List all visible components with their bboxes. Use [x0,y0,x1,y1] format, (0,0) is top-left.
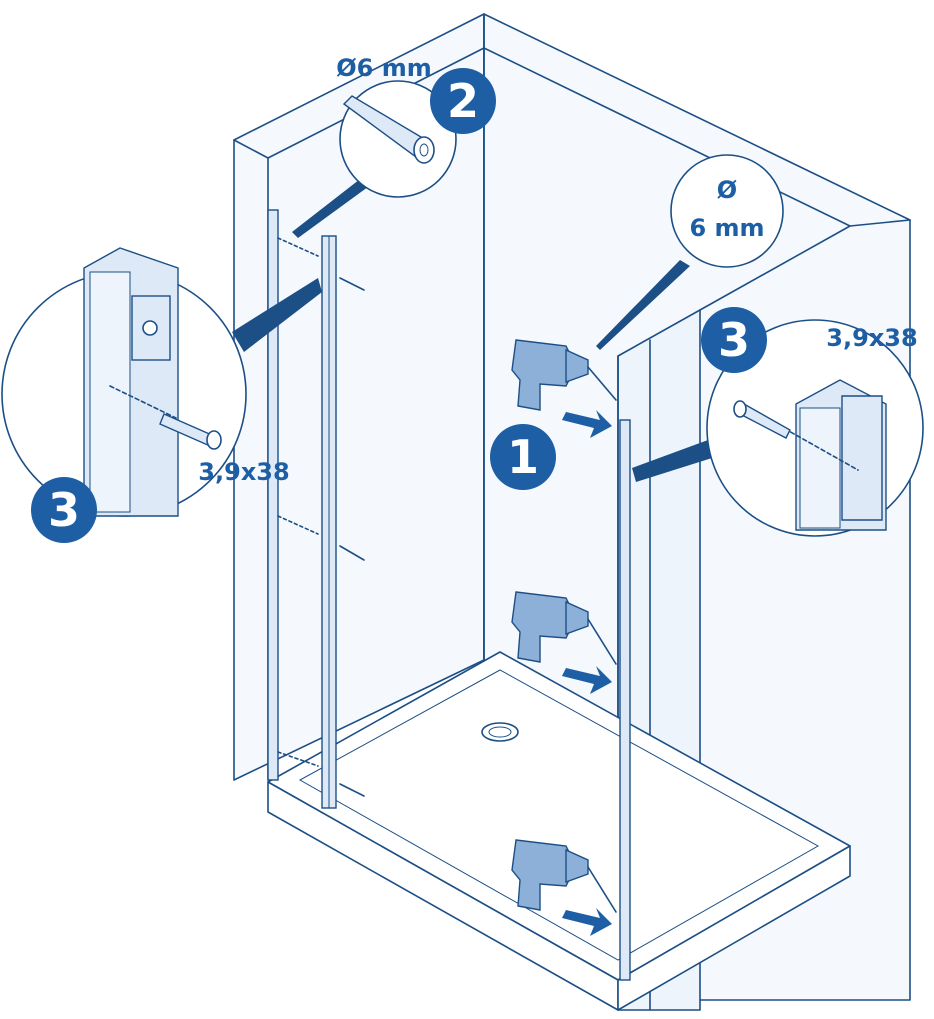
wall-anchor-icon [342,95,435,164]
screw-size-left: 3,9x38 [198,458,289,486]
drill-icon [511,591,617,694]
arrow-icon [562,410,612,438]
anchor-dimension: Ø6 mm [336,54,431,82]
callout-right-profile: 3 3,9x38 [632,307,924,537]
drain-icon [481,722,519,742]
step-badge-2: 2 [447,74,479,128]
profile-detail-icon [733,379,887,531]
drill-icon [511,839,617,936]
step-badge-3-right: 3 [718,313,750,367]
screw-size-right: 3,9x38 [826,324,917,352]
arrow-icon [562,666,612,694]
shower-tray [267,651,851,1011]
right-wall-profile [619,419,631,981]
drill-dim-line2: 6 mm [689,214,764,242]
callout-anchor: Ø6 mm 2 [292,54,496,238]
screw-icon [277,237,365,797]
profile-detail-icon [83,247,222,517]
callout-left-profile: 3,9x38 3 [1,247,322,543]
callout-drill-diameter: Ø 6 mm [596,154,784,350]
drill-dim-line1: Ø [717,176,737,204]
drill-icon [511,339,617,438]
left-wall-profile [267,209,365,809]
step-badge-3-left: 3 [48,483,80,537]
step-badge-1: 1 [507,430,539,484]
step-badge-1-group: 1 [490,424,556,490]
arrow-icon [562,908,612,936]
